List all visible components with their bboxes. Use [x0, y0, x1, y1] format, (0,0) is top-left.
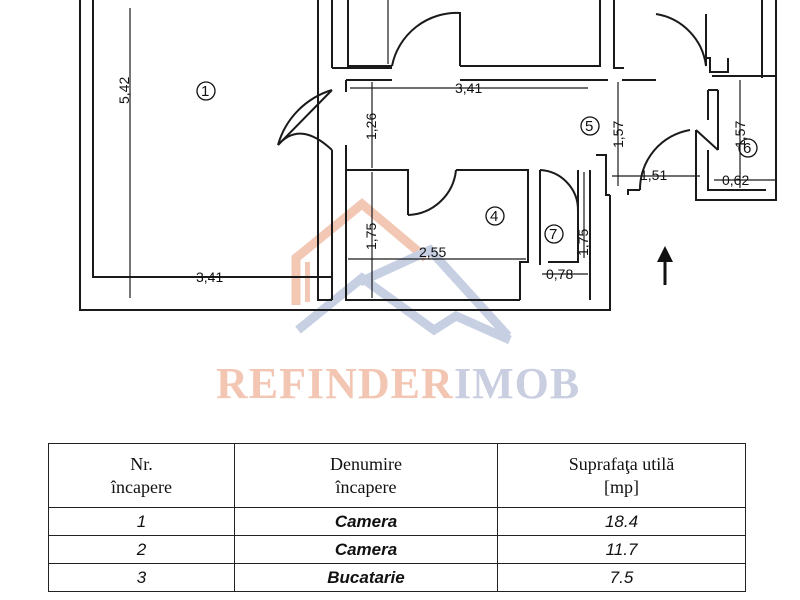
- room-marker-5: 5: [585, 118, 593, 135]
- dimension-label: 3,41: [196, 269, 223, 285]
- entrance-arrow: [657, 246, 673, 285]
- cell-nr: 1: [48, 507, 235, 536]
- dimension-label: 1,75: [575, 229, 591, 256]
- room-marker-6: 6: [743, 140, 751, 157]
- room-marker-4: 4: [490, 208, 498, 225]
- dimension-label: 0,62: [722, 172, 749, 188]
- door-swings: [277, 11, 719, 216]
- dimension-label: 5,42: [116, 77, 132, 104]
- table-row: 2 Camera 11.7: [48, 535, 746, 564]
- cell-name: Bucatarie: [234, 563, 498, 592]
- cell-nr: 2: [48, 535, 235, 564]
- dimension-label: 3,41: [455, 80, 482, 96]
- room-markers: [196, 81, 758, 244]
- room-marker-7: 7: [549, 226, 557, 243]
- cell-area: 11.7: [497, 535, 746, 564]
- watermark-text-imob: IMOB: [454, 359, 580, 408]
- table-row: 3 Bucatarie 7.5: [48, 563, 746, 592]
- dimension-label: 1,57: [732, 121, 748, 148]
- table-row: 1 Camera 18.4: [48, 507, 746, 536]
- cell-area: 7.5: [497, 563, 746, 592]
- walls: [79, 0, 777, 311]
- dimension-label: 2,55: [419, 244, 446, 260]
- watermark-logo: REFINDER IMOB: [216, 198, 580, 408]
- cell-name: Camera: [234, 507, 498, 536]
- dimension-label: 1,26: [363, 113, 379, 140]
- watermark-text-refinder: REFINDER: [216, 359, 454, 408]
- dimension-label: 1,51: [640, 167, 667, 183]
- room-marker-1: 1: [201, 83, 209, 100]
- cell-nr: 3: [48, 563, 235, 592]
- dimension-label: 1,75: [363, 223, 379, 250]
- cell-name: Camera: [234, 535, 498, 564]
- dimension-label: 0,78: [546, 266, 573, 282]
- dimension-lines: [96, 0, 776, 298]
- cell-area: 18.4: [497, 507, 746, 536]
- dimension-label: 1,57: [610, 121, 626, 148]
- header-area: Suprafaţa utilă[mp]: [497, 443, 746, 508]
- header-nr: Nr.încapere: [48, 443, 235, 508]
